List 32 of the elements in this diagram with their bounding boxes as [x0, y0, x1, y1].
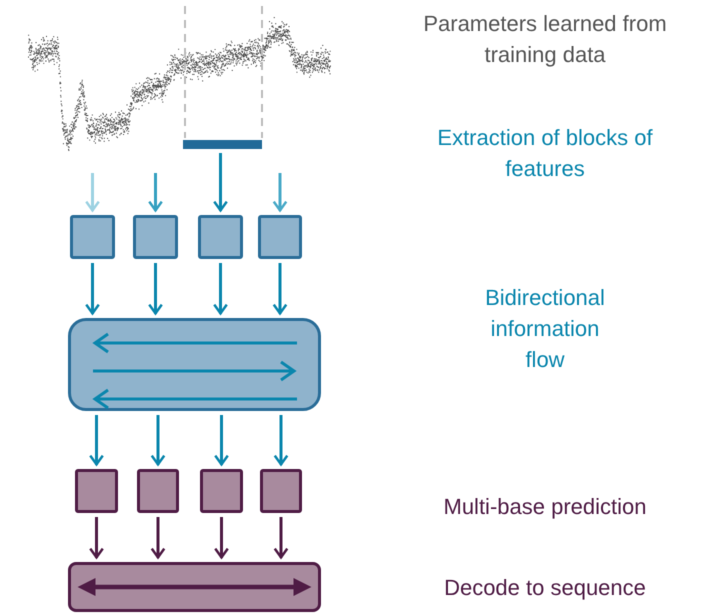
step-caption: Decode to sequence — [443, 574, 647, 602]
arrow — [214, 517, 229, 559]
bidirectional-layer-box — [68, 318, 321, 411]
step-caption: Parameters learned from training data — [422, 10, 668, 69]
block-box — [133, 215, 178, 259]
block-box — [70, 215, 115, 259]
block-box — [198, 215, 243, 259]
block-box — [75, 469, 118, 513]
arrow — [89, 517, 104, 559]
block-box — [137, 469, 179, 513]
window-bar — [183, 140, 262, 149]
arrow — [274, 415, 288, 466]
arrow — [214, 415, 229, 466]
step-caption: Extraction of blocks of features — [436, 124, 654, 183]
block-box — [200, 469, 243, 513]
step-caption: Bidirectional information flow — [484, 284, 606, 374]
decoder-box — [68, 562, 321, 612]
arrow — [274, 517, 288, 559]
arrow — [148, 263, 163, 315]
arrow — [89, 415, 104, 466]
block-box — [260, 469, 302, 513]
arrow — [148, 173, 163, 212]
step-caption: Multi-base prediction — [442, 493, 648, 521]
arrow — [213, 263, 228, 315]
arrow — [150, 517, 166, 559]
block-box — [258, 215, 302, 259]
arrow — [85, 173, 100, 212]
arrow — [272, 263, 288, 315]
arrow — [272, 173, 288, 212]
arrow — [150, 415, 166, 466]
arrow — [85, 263, 100, 315]
arrow — [213, 153, 228, 212]
